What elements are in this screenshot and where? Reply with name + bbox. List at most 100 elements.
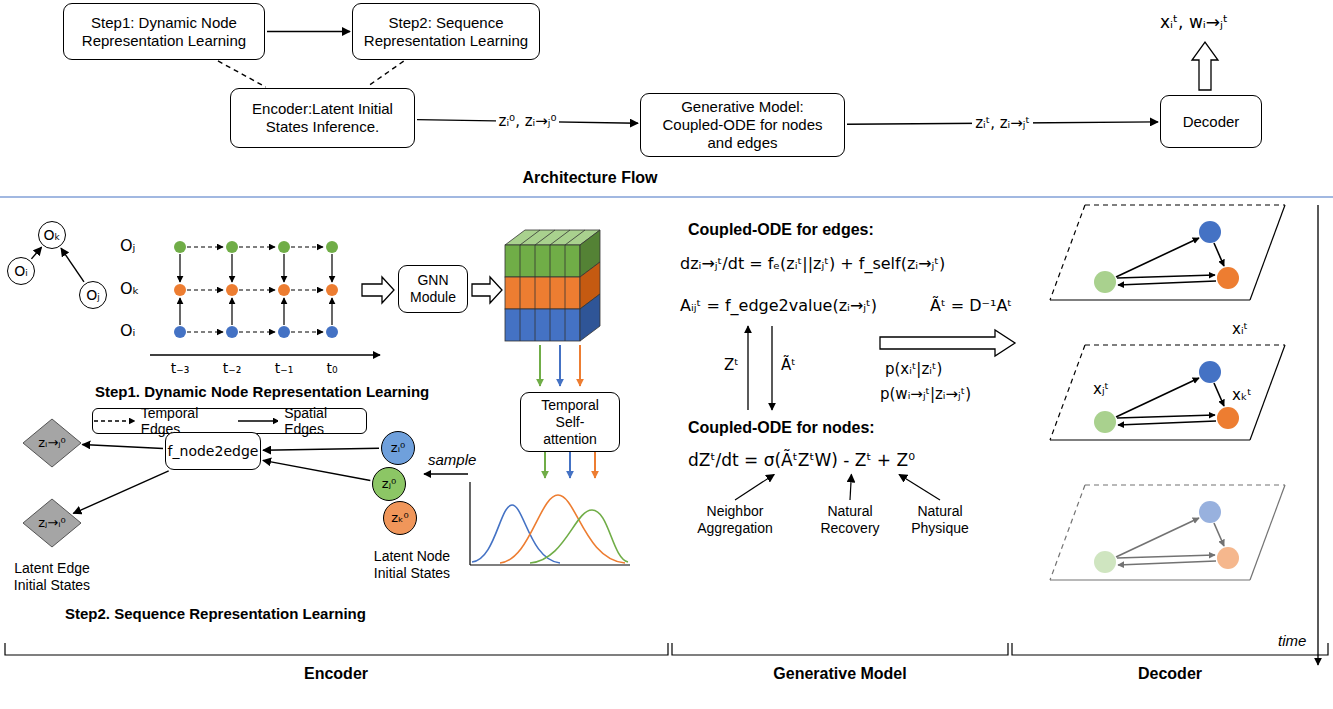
drawing-stroke bbox=[880, 330, 1015, 356]
drawing-stroke bbox=[187, 331, 223, 332]
drawing-stroke bbox=[231, 254, 232, 282]
drawing-stroke bbox=[470, 564, 630, 565]
drawing-stroke bbox=[5, 643, 668, 655]
drawing-stroke bbox=[594, 448, 596, 478]
node-text: Step2: Sequence Representation Learning bbox=[361, 14, 531, 50]
node-text: zⱼ⁰ bbox=[382, 476, 396, 492]
text-label: Zᵗ bbox=[724, 356, 739, 374]
drawing-stroke bbox=[239, 331, 275, 332]
drawing-stroke bbox=[1050, 345, 1285, 440]
text-label: Neighbor Aggregation bbox=[690, 503, 780, 537]
drawing-stroke bbox=[291, 331, 323, 332]
text-label: Coupled-ODE for nodes: bbox=[688, 418, 875, 437]
text-label: Architecture Flow bbox=[522, 168, 657, 187]
text-label: p(wᵢ→ⱼᵗ|zᵢ→ⱼᵗ) bbox=[880, 385, 971, 403]
text-label: xⱼᵗ bbox=[1093, 380, 1109, 398]
legend-sample bbox=[237, 416, 279, 426]
text-label: Latent Node Initial States bbox=[362, 548, 462, 582]
drawing-stroke bbox=[535, 309, 536, 341]
legend-box: Temporal EdgesSpatial Edges bbox=[92, 408, 367, 434]
text-label: Natural Recovery bbox=[810, 503, 890, 537]
drawing-stroke bbox=[1317, 205, 1318, 665]
drawing-stroke bbox=[278, 241, 290, 253]
node-text: Generative Model: Coupled-ODE for nodes … bbox=[649, 98, 836, 152]
node-circle: Oⱼ bbox=[79, 281, 107, 309]
drawing-stroke bbox=[226, 241, 238, 253]
drawing-stroke bbox=[565, 245, 566, 277]
drawing-stroke bbox=[239, 246, 275, 247]
drawing-stroke bbox=[505, 245, 580, 277]
drawing-stroke bbox=[179, 254, 180, 282]
drawing-stroke bbox=[565, 277, 566, 309]
drawing-stroke bbox=[569, 448, 571, 478]
leader-line bbox=[850, 474, 851, 500]
drawing-stroke bbox=[550, 230, 570, 245]
drawing-stroke bbox=[580, 294, 600, 341]
drawing-stroke bbox=[771, 326, 772, 410]
node-text: zᵢ⁰ bbox=[391, 440, 405, 456]
drawing-stroke bbox=[174, 326, 186, 338]
node-text: Oⱼ bbox=[86, 287, 99, 304]
node-circle: Oᵢ bbox=[7, 257, 35, 285]
node-text: Encoder:Latent Initial States Inference. bbox=[239, 100, 406, 136]
connector bbox=[267, 31, 350, 32]
drawing-stroke bbox=[0, 196, 1333, 197]
text-label: Natural Physique bbox=[900, 503, 980, 537]
drawing-stroke bbox=[23, 419, 81, 467]
text-label: xₖᵗ bbox=[1232, 386, 1252, 404]
drawing-stroke bbox=[747, 326, 748, 410]
leader-line bbox=[735, 474, 774, 500]
drawing-stroke bbox=[520, 245, 521, 277]
drawing-stroke bbox=[424, 473, 468, 474]
drawing-stroke bbox=[187, 247, 323, 332]
drawing-stroke bbox=[550, 245, 551, 277]
text-label: Decoder bbox=[1138, 664, 1202, 683]
text-label: dzᵢ→ⱼᵗ/dt = fₑ(zᵢᵗ||zⱼᵗ) + f_self(zᵢ→ⱼᵗ) bbox=[680, 254, 945, 273]
process-box: f_node2edge bbox=[165, 432, 261, 470]
drawing-stroke bbox=[1050, 485, 1285, 580]
drawing-stroke bbox=[226, 284, 238, 296]
text-label: Aᵢⱼᵗ = f_edge2value(zᵢ→ⱼᵗ) bbox=[680, 296, 877, 315]
legend-sample bbox=[93, 416, 135, 426]
text-label: Oᵢ bbox=[120, 321, 135, 340]
drawing-stroke bbox=[174, 241, 186, 253]
node-circle: zₖ⁰ bbox=[383, 501, 417, 535]
node-text: zₖ⁰ bbox=[391, 510, 409, 526]
drawing-stroke bbox=[550, 309, 551, 341]
edge-label: zᵢ⁰, zᵢ→ⱼ⁰ bbox=[496, 112, 560, 130]
text-label: Generative Model bbox=[773, 664, 906, 683]
node-text: Oᵢ bbox=[14, 263, 28, 280]
process-box: Decoder bbox=[1160, 95, 1262, 148]
drawing-stroke bbox=[231, 298, 232, 325]
text-label: Oₖ bbox=[120, 279, 139, 298]
text-label: xᵢᵗ, wᵢ→ⱼᵗ bbox=[1160, 12, 1228, 32]
node-text: zⱼ→ᵢ⁰ bbox=[38, 515, 66, 531]
drawing-stroke bbox=[331, 298, 332, 325]
connector bbox=[218, 61, 266, 87]
drawing-stroke bbox=[283, 298, 284, 325]
text-label: t₋₂ bbox=[223, 360, 242, 377]
state-diamond: zⱼ→ᵢ⁰ bbox=[22, 498, 82, 548]
drawing-stroke bbox=[326, 241, 338, 253]
drawing-stroke bbox=[331, 254, 332, 282]
text-label: Ãᵗ bbox=[781, 356, 796, 374]
text-label: Oⱼ bbox=[120, 236, 135, 255]
drawing-stroke bbox=[672, 643, 1008, 655]
connector bbox=[263, 460, 370, 480]
drawing-stroke bbox=[535, 277, 536, 309]
drawing-stroke bbox=[291, 246, 323, 247]
text-label: xᵢᵗ bbox=[1232, 320, 1248, 338]
drawing-stroke bbox=[520, 277, 521, 309]
text-label: sample bbox=[428, 451, 476, 469]
process-box: Temporal Self-attention bbox=[520, 392, 620, 452]
connector bbox=[263, 448, 379, 450]
process-box: Step2: Sequence Representation Learning bbox=[352, 3, 540, 60]
drawing-stroke bbox=[1192, 42, 1218, 90]
drawing-stroke bbox=[187, 289, 223, 290]
node-circle: zᵢ⁰ bbox=[381, 431, 415, 465]
node-circle: Oₖ bbox=[38, 221, 66, 249]
drawing-stroke bbox=[326, 284, 338, 296]
node-circle: zⱼ⁰ bbox=[372, 467, 406, 501]
drawing-stroke bbox=[565, 309, 566, 341]
